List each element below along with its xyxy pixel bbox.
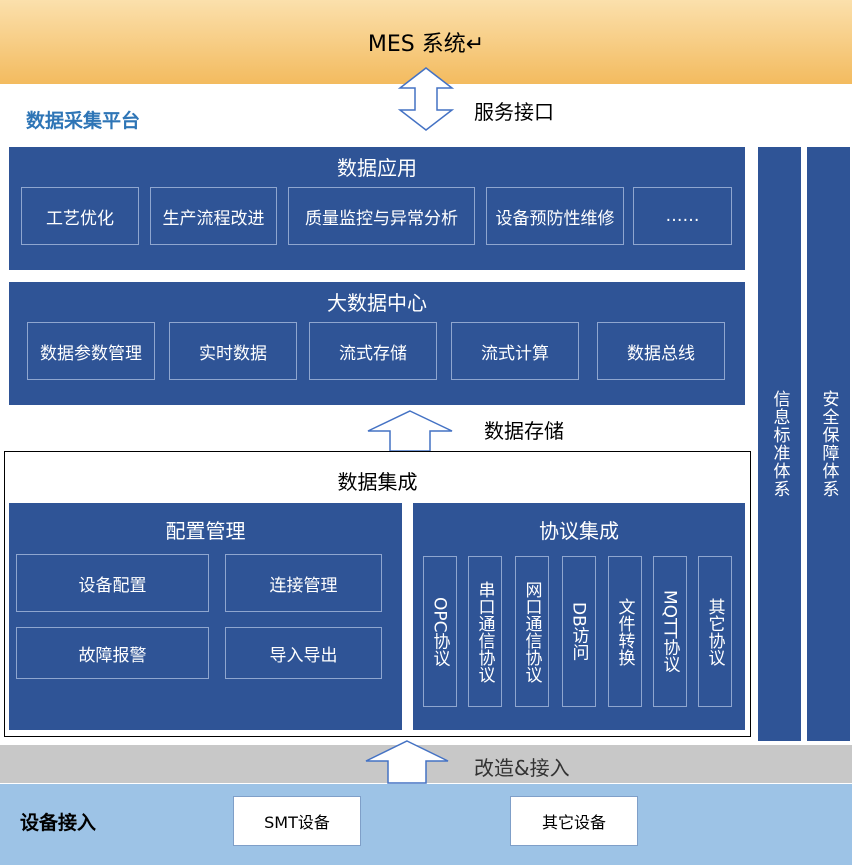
data-application-title: 数据应用 (337, 156, 417, 180)
protocol-db-access: DB访问 (562, 556, 596, 707)
config-item-connection-management: 连接管理 (225, 554, 382, 612)
protocol-integration-panel: 协议集成 OPC协议 串口通信协议 网口通信协议 DB访问 文件转换 MQTT协… (413, 503, 745, 730)
app-item-process-optimization: 工艺优化 (21, 187, 139, 245)
bdc-item-realtime-data: 实时数据 (169, 322, 297, 380)
bdc-item-param-management: 数据参数管理 (27, 322, 155, 380)
bdc-item-data-bus: 数据总线 (597, 322, 725, 380)
data-application-panel: 数据应用 工艺优化 生产流程改进 质量监控与异常分析 设备预防性维修 …… (9, 147, 745, 270)
config-item-device-config: 设备配置 (16, 554, 209, 612)
bdc-item-stream-storage: 流式存储 (309, 322, 437, 380)
protocol-mqtt: MQTT协议 (653, 556, 687, 707)
device-smt: SMT设备 (233, 796, 361, 846)
app-item-more: …… (633, 187, 732, 245)
service-interface-label: 服务接口 (474, 100, 554, 124)
app-item-preventive-maintenance: 设备预防性维修 (486, 187, 624, 245)
device-other: 其它设备 (510, 796, 638, 846)
config-item-import-export: 导入导出 (225, 627, 382, 679)
protocol-other: 其它协议 (698, 556, 732, 707)
data-integration-title: 数据集成 (337, 470, 418, 494)
config-item-fault-alarm: 故障报警 (16, 627, 209, 679)
device-access-band: 设备接入 SMT设备 其它设备 (0, 784, 852, 865)
info-standard-system-column: 信息标准体系 (758, 147, 801, 741)
config-management-title: 配置管理 (165, 519, 246, 543)
protocol-integration-title: 协议集成 (539, 519, 619, 543)
data-storage-arrow (367, 410, 453, 452)
bdc-item-stream-compute: 流式计算 (451, 322, 579, 380)
protocol-opc: OPC协议 (423, 556, 457, 707)
protocol-serial: 串口通信协议 (468, 556, 502, 707)
config-management-panel: 配置管理 设备配置 连接管理 故障报警 导入导出 (9, 503, 402, 730)
big-data-center-panel: 大数据中心 数据参数管理 实时数据 流式存储 流式计算 数据总线 (9, 282, 745, 405)
data-storage-label: 数据存储 (484, 419, 564, 443)
service-interface-arrow (397, 67, 455, 131)
protocol-ethernet: 网口通信协议 (515, 556, 549, 707)
security-system-column: 安全保障体系 (807, 147, 850, 741)
app-item-production-flow: 生产流程改进 (150, 187, 277, 245)
retrofit-access-arrow (365, 740, 449, 784)
mes-system-title: MES 系统↵ (367, 32, 485, 57)
platform-label: 数据采集平台 (26, 110, 141, 132)
big-data-center-title: 大数据中心 (327, 291, 427, 315)
device-access-label: 设备接入 (20, 812, 97, 834)
app-item-quality-monitoring: 质量监控与异常分析 (288, 187, 475, 245)
retrofit-access-label: 改造&接入 (474, 756, 570, 780)
protocol-file-conversion: 文件转换 (608, 556, 642, 707)
